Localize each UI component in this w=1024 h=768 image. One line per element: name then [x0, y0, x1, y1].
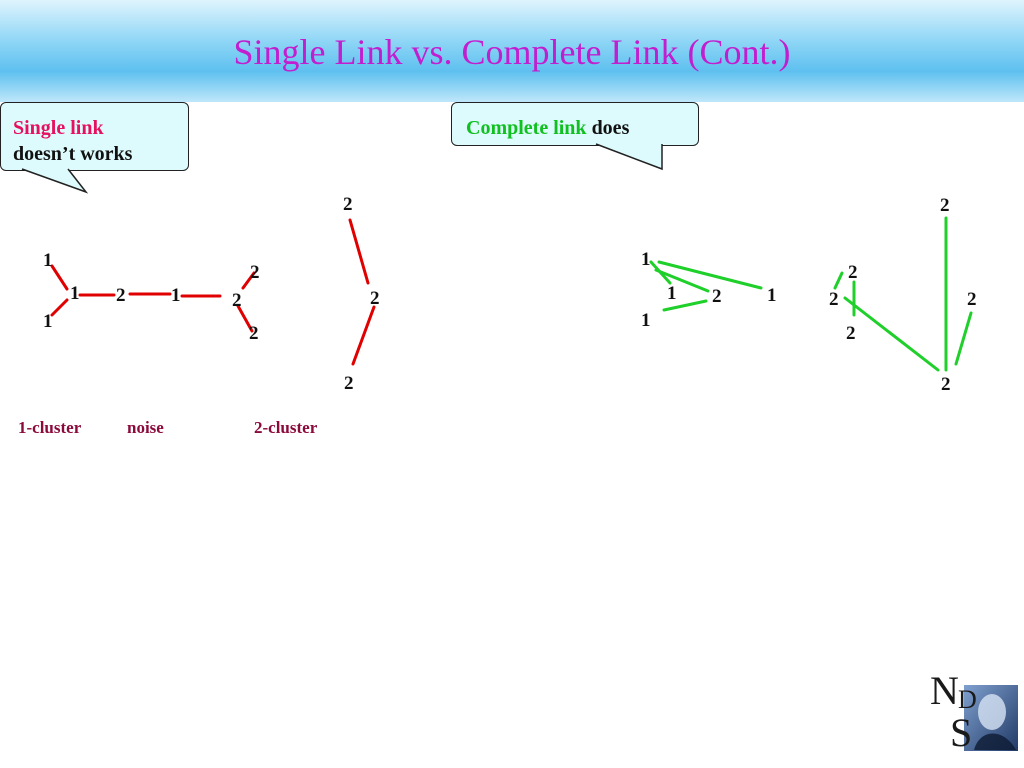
- node-label: 2: [249, 323, 259, 344]
- complete-link-callout: Complete link does: [451, 102, 699, 146]
- single-link-callout: Single link doesn’t works: [0, 102, 189, 171]
- edge: [351, 305, 376, 366]
- node-label: 2: [940, 195, 950, 216]
- node-label: 1: [641, 249, 651, 270]
- title-banner: Single Link vs. Complete Link (Cont.): [0, 0, 1024, 102]
- edge: [843, 296, 940, 372]
- node-label: 2: [250, 262, 260, 283]
- node-label: 2: [848, 262, 858, 283]
- node-label: 2: [829, 289, 839, 310]
- edge: [50, 298, 69, 317]
- complete-link-callout-text: does: [591, 117, 630, 139]
- node-label: 2: [232, 290, 242, 311]
- complete-link-callout-highlight: Complete link: [466, 117, 587, 139]
- node-label: 2: [846, 323, 856, 344]
- logo-letter-s: S: [950, 710, 972, 754]
- edge: [657, 260, 763, 290]
- label-noise: noise: [127, 418, 164, 437]
- node-label: 1: [43, 311, 53, 332]
- edge: [348, 218, 370, 285]
- single-link-callout-tail: [21, 168, 89, 194]
- edge: [50, 264, 69, 291]
- edge: [654, 268, 710, 293]
- node-label: 1: [767, 285, 777, 306]
- edge: [833, 271, 844, 290]
- node-label: 2: [967, 289, 977, 310]
- node-label: 1: [43, 250, 53, 271]
- edge: [662, 299, 708, 312]
- edge: [954, 311, 973, 366]
- node-label: 1: [70, 283, 80, 304]
- node-label: 2: [343, 194, 353, 215]
- node-label: 2: [344, 373, 354, 394]
- slide-title: Single Link vs. Complete Link (Cont.): [233, 32, 791, 72]
- complete-link-edges: [649, 216, 973, 372]
- node-label: 1: [641, 310, 651, 331]
- logo-letter-d: D: [958, 685, 977, 714]
- complete-link-nodes: 1 1 1 2 1 2 2 2 2 2 2: [641, 195, 977, 395]
- node-label: 2: [370, 288, 380, 309]
- complete-link-callout-tail: [595, 143, 663, 171]
- single-link-edges: [50, 218, 376, 366]
- single-link-callout-highlight: Single link: [13, 117, 104, 139]
- logo-letter-n: N: [930, 672, 959, 713]
- edge: [236, 304, 254, 333]
- logo-portrait-face: [978, 694, 1006, 730]
- nds-logo: N D S: [930, 672, 1018, 754]
- single-link-callout-text: doesn’t works: [13, 143, 133, 165]
- edge: [241, 271, 256, 290]
- node-label: 2: [712, 286, 722, 307]
- node-label: 1: [171, 285, 181, 306]
- logo-portrait-shade: [974, 733, 1016, 750]
- label-1-cluster: 1-cluster: [18, 418, 82, 437]
- label-2-cluster: 2-cluster: [254, 418, 318, 437]
- node-label: 2: [116, 285, 126, 306]
- node-label: 1: [667, 283, 677, 304]
- node-label: 2: [941, 374, 951, 395]
- single-link-nodes: 1 1 1 2 1 2 2 2 2 2 2: [43, 194, 380, 394]
